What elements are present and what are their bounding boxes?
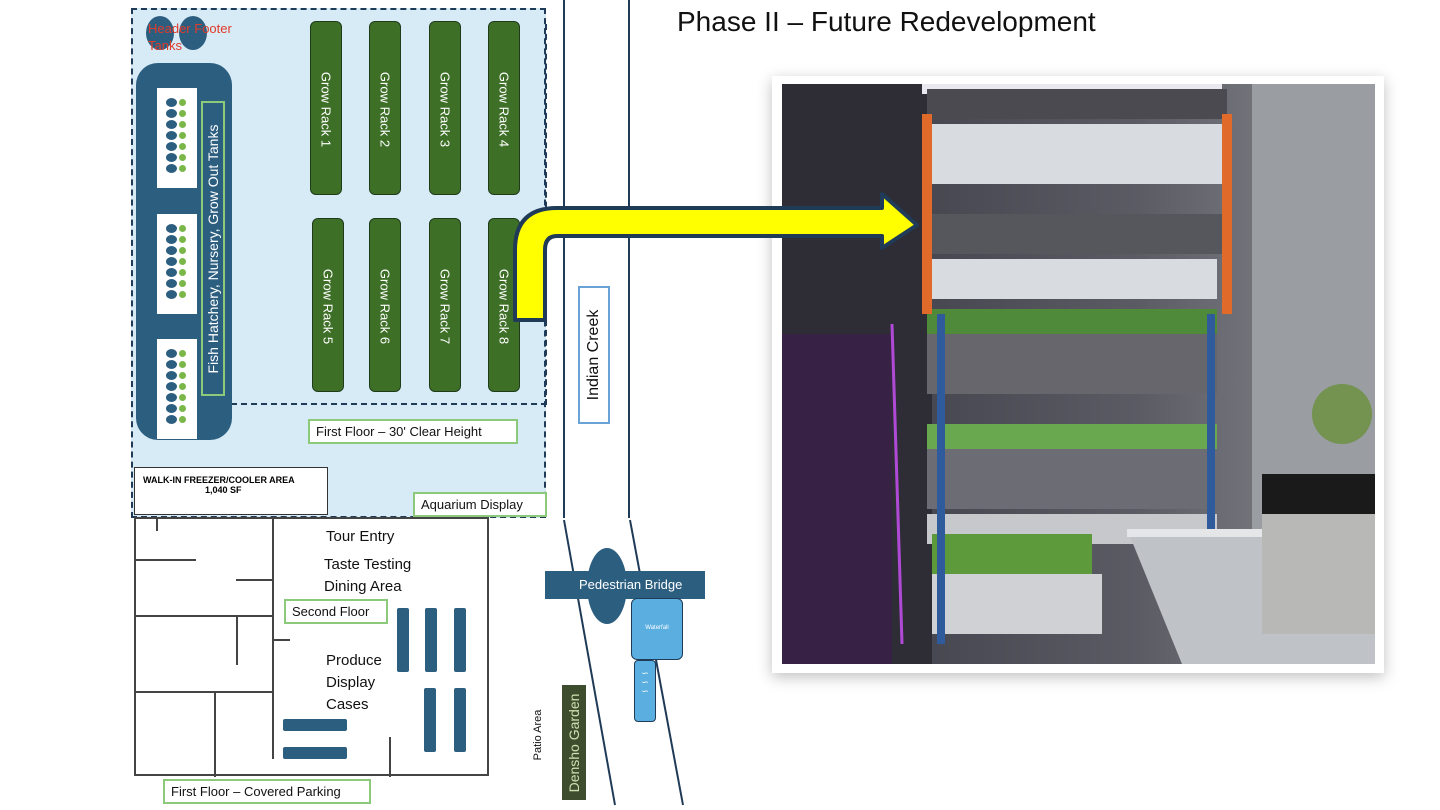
display-case xyxy=(454,688,466,752)
vertical-grow-rack-photo xyxy=(782,84,1375,664)
walk-in-freezer: WALK-IN FREEZER/COOLER AREA 1,040 SF xyxy=(134,467,328,515)
tour-entry-label: Tour Entry xyxy=(326,528,395,545)
grow-rack-2-label: Grow Rack 2 xyxy=(377,71,393,148)
indian-creek-label-box: Indian Creek xyxy=(578,286,610,424)
tank-panel-1 xyxy=(157,88,197,188)
grow-rack-1: Grow Rack 1 xyxy=(310,21,342,195)
display-case xyxy=(424,688,436,752)
grow-rack-1-label: Grow Rack 1 xyxy=(318,71,334,148)
page-title: Phase II – Future Redevelopment xyxy=(677,6,1096,37)
freezer-label: WALK-IN FREEZER/COOLER AREA xyxy=(143,475,295,485)
creek-bank-line xyxy=(563,0,565,518)
header-tank xyxy=(146,16,174,50)
creek-lower-lines xyxy=(563,519,684,806)
grow-rack-7: Grow Rack 7 xyxy=(429,218,461,392)
display-case xyxy=(283,719,347,731)
display-case xyxy=(425,608,437,672)
first-floor-clear-height-label: First Floor – 30' Clear Height xyxy=(308,419,518,444)
stream-icon: ∽∽∽ xyxy=(634,660,656,722)
grow-rack-4-label: Grow Rack 4 xyxy=(496,71,512,148)
taste-testing-label: Taste Testing xyxy=(324,556,412,573)
grow-rack-2: Grow Rack 2 xyxy=(369,21,401,195)
creek-bank-line xyxy=(628,0,630,518)
second-floor-label: Second Floor xyxy=(284,599,388,624)
cases-label: Cases xyxy=(326,696,369,713)
grow-rack-4: Grow Rack 4 xyxy=(488,21,520,195)
display-label: Display xyxy=(326,674,376,691)
footer-tank xyxy=(179,16,207,50)
display-case xyxy=(397,608,409,672)
tank-panel-2 xyxy=(157,214,197,314)
pedestrian-bridge: Pedestrian Bridge xyxy=(545,571,705,599)
tank-panel-3 xyxy=(157,339,197,439)
grow-rack-5: Grow Rack 5 xyxy=(312,218,344,392)
grow-rack-3: Grow Rack 3 xyxy=(429,21,461,195)
grow-rack-7-label: Grow Rack 7 xyxy=(437,268,453,345)
grow-rack-6: Grow Rack 6 xyxy=(369,218,401,392)
grow-rack-8-label: Grow Rack 8 xyxy=(496,268,512,345)
waterfall: Waterfall xyxy=(631,598,683,660)
grow-rack-3-label: Grow Rack 3 xyxy=(437,71,453,148)
patio-area: Patio Area xyxy=(528,690,548,780)
first-floor-parking-label: First Floor – Covered Parking xyxy=(163,779,371,804)
fish-hatchery-label-box: Fish Hatchery, Nursery, Grow Out Tanks xyxy=(201,101,225,396)
freezer-area: 1,040 SF xyxy=(205,485,242,495)
header-footer-tanks-label: Header Footer Tanks xyxy=(148,21,232,53)
densho-garden-label: Densho Garden xyxy=(566,693,582,792)
display-case xyxy=(454,608,466,672)
yellow-arrow-icon xyxy=(513,192,919,322)
display-case xyxy=(283,747,347,759)
aquarium-display-label: Aquarium Display xyxy=(413,492,547,517)
grow-rack-5-label: Grow Rack 5 xyxy=(320,268,336,345)
grow-rack-6-label: Grow Rack 6 xyxy=(377,268,393,345)
fish-hatchery-label: Fish Hatchery, Nursery, Grow Out Tanks xyxy=(205,124,221,373)
patio-area-label: Patio Area xyxy=(532,709,544,761)
produce-label: Produce xyxy=(326,652,382,669)
densho-garden: Densho Garden xyxy=(562,685,586,800)
dining-area-label: Dining Area xyxy=(324,578,402,595)
